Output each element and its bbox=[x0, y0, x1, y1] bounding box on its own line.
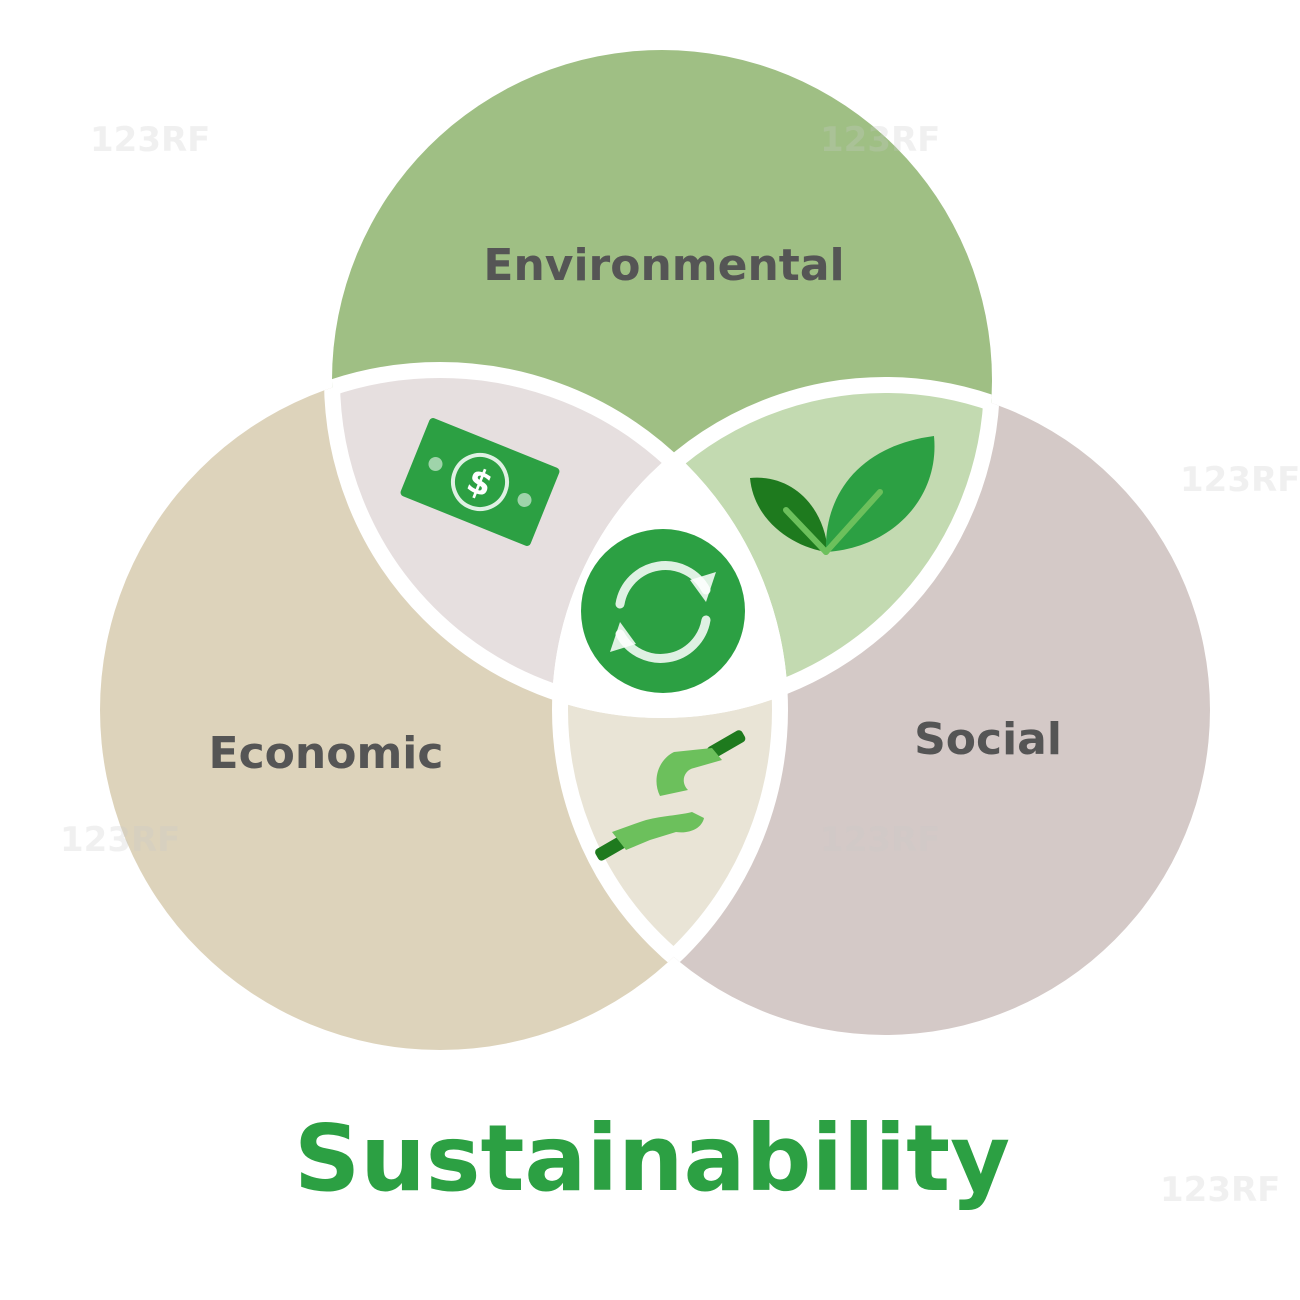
separator-soc-arc bbox=[552, 377, 992, 710]
page-title: Sustainability bbox=[294, 1105, 1010, 1212]
economic-label: Economic bbox=[209, 728, 444, 779]
leaves-icon bbox=[750, 436, 935, 555]
recycle-arrows-icon bbox=[581, 529, 745, 693]
separator-econ-arc-2 bbox=[560, 385, 788, 1035]
center-overlap bbox=[560, 385, 780, 710]
environmental-label: Environmental bbox=[483, 240, 844, 291]
money-bill-icon: $ bbox=[400, 418, 560, 546]
social-label: Social bbox=[914, 714, 1062, 765]
separator-soc-arc-2 bbox=[552, 377, 780, 1043]
helping-hands-icon bbox=[595, 730, 746, 861]
separator-env-arc-2 bbox=[560, 385, 1000, 718]
separator-econ-arc bbox=[332, 362, 788, 710]
